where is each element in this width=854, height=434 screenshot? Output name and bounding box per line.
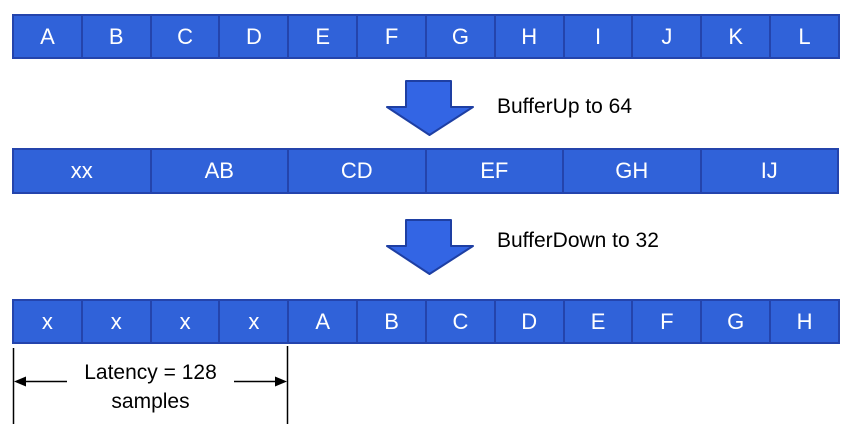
buffer-cell: L bbox=[769, 16, 838, 57]
buffer-cell: x bbox=[41, 308, 53, 334]
step-label-bufferup: BufferUp to 64 bbox=[497, 95, 633, 118]
buffer-cell: F bbox=[631, 301, 700, 342]
buffer-cell: A bbox=[40, 23, 55, 49]
latency-left-arrowhead bbox=[14, 376, 26, 387]
buffer-cell: x bbox=[218, 301, 287, 342]
buffer-cell: EF bbox=[424, 150, 563, 192]
buffer-cell: A bbox=[287, 301, 356, 342]
step-label-bufferdown: BufferDown to 32 bbox=[497, 229, 659, 252]
buffer-cell: G bbox=[700, 301, 769, 342]
buffer-cell: CD bbox=[287, 150, 425, 192]
buffer-cell: IJ bbox=[699, 150, 838, 192]
buffer-cell: D bbox=[493, 301, 563, 342]
latency-label-line2: samples bbox=[111, 390, 190, 413]
buffer-cell: E bbox=[287, 16, 356, 57]
buffer-cell: H bbox=[769, 301, 838, 342]
buffer-cell: B bbox=[80, 16, 150, 57]
buffer-cell: F bbox=[356, 16, 425, 57]
buffer-cell: C bbox=[424, 301, 494, 342]
buffer-cell: x bbox=[80, 301, 150, 342]
buffer-cell: AB bbox=[149, 150, 288, 192]
buffer-cell: GH bbox=[562, 150, 700, 192]
buffer-cell: G bbox=[424, 16, 494, 57]
buffer-cell: H bbox=[493, 16, 563, 57]
latency-label-line1: Latency = 128 bbox=[84, 361, 217, 384]
buffer-cell: D bbox=[218, 16, 287, 57]
buffer-cell: I bbox=[562, 16, 632, 57]
buffer-cell: B bbox=[356, 301, 425, 342]
buffer-cell: K bbox=[700, 16, 769, 57]
latency-annotation: Latency = 128 samples bbox=[12, 346, 289, 430]
latency-right-arrowhead bbox=[275, 376, 287, 387]
buffer-cell: x bbox=[149, 301, 219, 342]
down-arrow-icon bbox=[386, 80, 474, 136]
buffer-cell: J bbox=[631, 16, 700, 57]
buffer-cell: xx bbox=[70, 158, 93, 183]
down-arrow-icon bbox=[386, 219, 474, 275]
buffer-cell: C bbox=[149, 16, 219, 57]
buffer-cell: E bbox=[562, 301, 632, 342]
latency-label: Latency = 128 samples bbox=[12, 358, 289, 416]
